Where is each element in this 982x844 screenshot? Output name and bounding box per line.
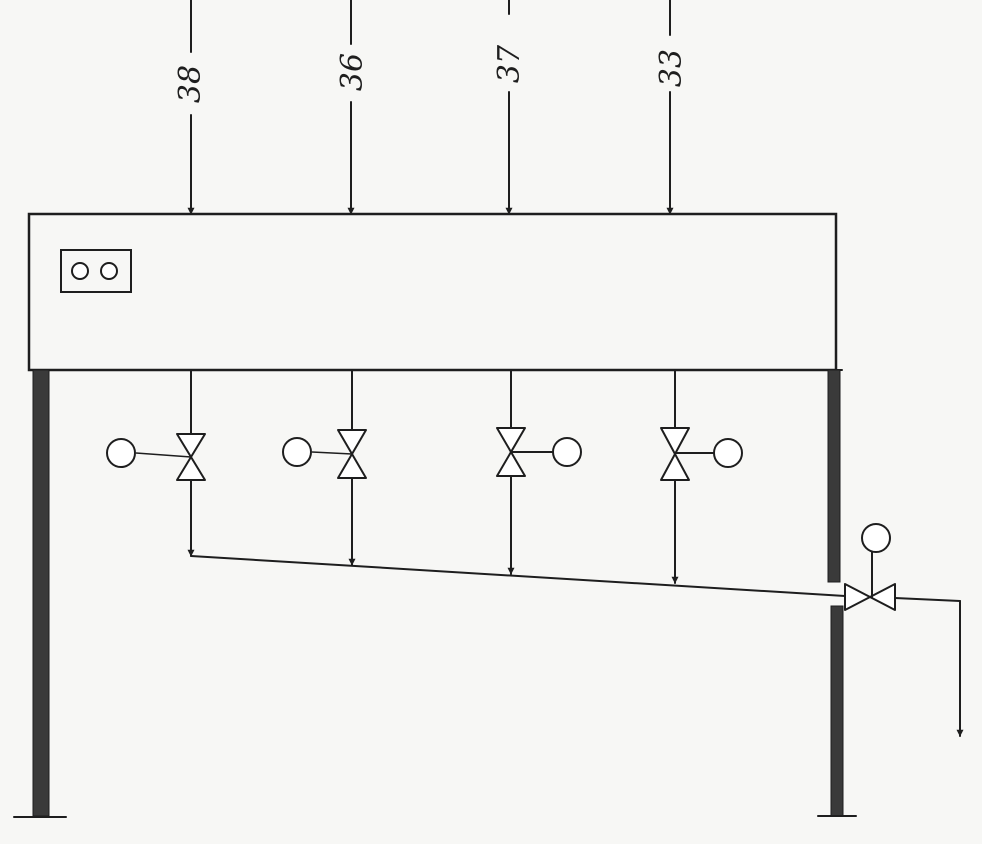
indicator-lamp-left <box>71 262 89 280</box>
valve-icon <box>496 427 526 477</box>
outlet-pipe <box>894 597 964 737</box>
support-leg-left <box>32 369 50 817</box>
support-leg-right-upper <box>827 369 841 583</box>
indicator-panel <box>60 249 132 293</box>
collector-pipe <box>190 555 846 597</box>
support-leg-right-lower <box>830 605 844 817</box>
gauge-icon <box>861 523 891 553</box>
valve-icon <box>844 583 896 611</box>
manifold-body <box>27 212 838 372</box>
valve-branch-4 <box>660 369 743 584</box>
inlet-pipe-3: 37 <box>492 0 527 215</box>
gauge-icon <box>713 438 743 468</box>
inlet-label-2: 36 <box>335 53 370 91</box>
inlet-pipe-2: 36 <box>335 0 370 215</box>
indicator-lamp-right <box>100 262 118 280</box>
valve-branch-2 <box>282 369 367 566</box>
valve-icon <box>660 427 690 481</box>
valve-branch-3 <box>496 369 582 575</box>
valve-branch-1 <box>106 369 206 557</box>
inlet-pipe-4: 33 <box>654 0 689 215</box>
inlet-label-1: 38 <box>173 65 208 103</box>
valve-icon <box>176 433 206 481</box>
outlet-valve <box>844 523 896 611</box>
inlet-label-3: 37 <box>492 44 527 83</box>
inlet-pipe-1: 38 <box>173 0 208 215</box>
valve-icon <box>337 429 367 479</box>
gauge-icon <box>282 437 312 467</box>
gauge-icon <box>552 437 582 467</box>
gauge-icon <box>106 438 136 468</box>
inlet-label-4: 33 <box>654 49 689 87</box>
